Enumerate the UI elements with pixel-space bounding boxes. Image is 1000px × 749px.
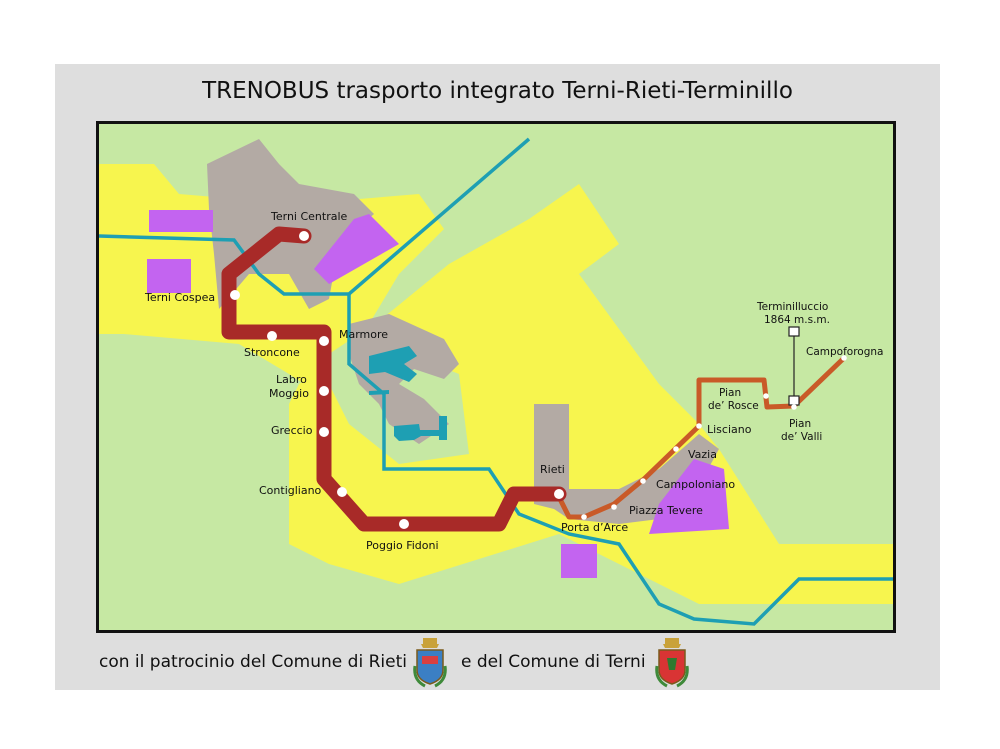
label-terni-cospea: Terni Cospea [144, 291, 215, 304]
station-stroncone [267, 331, 277, 341]
bus-stops [581, 355, 847, 520]
label-pian-rosce-2: de’ Rosce [708, 400, 759, 412]
purple-zone [649, 459, 729, 534]
purple-zone [147, 259, 191, 293]
airport-icon [369, 346, 417, 395]
zone-yellow [99, 204, 139, 284]
cable-car-icon [788, 326, 800, 406]
terni-crest-icon [655, 638, 689, 688]
stop-porta-darce [581, 514, 587, 520]
label-marmore: Marmore [339, 328, 388, 341]
rail-line [221, 226, 567, 532]
label-stroncone: Stroncone [244, 346, 300, 359]
purple-zone [149, 210, 213, 232]
label-labro: Labro [276, 373, 307, 386]
station-greccio [319, 427, 329, 437]
station-marmore [319, 336, 329, 346]
stop-pian-de-rosce [763, 393, 769, 399]
label-porta-darce: Porta d’Arce [561, 521, 628, 534]
purple-zone [561, 544, 597, 578]
station-poggio-fidoni [399, 519, 409, 529]
label-moggio: Moggio [269, 387, 309, 400]
station-labro-moggio [319, 386, 329, 396]
label-contigliano: Contigliano [259, 484, 322, 497]
label-terminilluccio: Terminilluccio [756, 301, 828, 313]
stop-piazza-tevere [611, 504, 617, 510]
station-terni-centrale [299, 231, 309, 241]
label-greccio: Greccio [271, 424, 313, 437]
route-map: Terni Centrale Terni Cospea Stroncone Ma… [96, 121, 896, 633]
label-piazza-tevere: Piazza Tevere [629, 504, 703, 517]
label-campoloniano: Campoloniano [656, 478, 735, 491]
footer-rieti-text: con il patrocinio del Comune di Rieti [99, 652, 407, 672]
stop-pian-de-valli [791, 404, 797, 410]
label-poggio-fidoni: Poggio Fidoni [366, 539, 439, 552]
label-rieti: Rieti [540, 463, 565, 476]
station-rieti [554, 489, 564, 499]
label-terni-centrale: Terni Centrale [270, 210, 348, 223]
airport-icon [394, 416, 447, 441]
label-pian-rosce-1: Pian [719, 387, 741, 399]
map-svg: Terni Centrale Terni Cospea Stroncone Ma… [99, 137, 893, 626]
label-campoforogna: Campoforogna [806, 346, 883, 358]
river [99, 137, 531, 296]
label-pian-valli-2: de’ Valli [781, 431, 822, 443]
stop-campoforogna [841, 355, 847, 361]
footer-terni-text: e del Comune di Terni [461, 652, 646, 672]
label-lisciano: Lisciano [707, 423, 752, 436]
page-title: TRENOBUS trasporto integrato Terni-Rieti… [202, 78, 793, 104]
station-terni-cospea [230, 290, 240, 300]
zone-yellow [289, 184, 893, 604]
label-altitude: 1864 m.s.m. [764, 314, 830, 326]
rail-stations [230, 231, 564, 529]
station-contigliano [337, 487, 347, 497]
stop-vazia [673, 446, 679, 452]
label-vazia: Vazia [688, 448, 717, 461]
label-pian-valli-1: Pian [789, 418, 811, 430]
stop-campoloniano [640, 478, 646, 484]
purple-zone [314, 214, 399, 284]
rieti-crest-icon [413, 638, 447, 688]
stop-lisciano [696, 423, 702, 429]
